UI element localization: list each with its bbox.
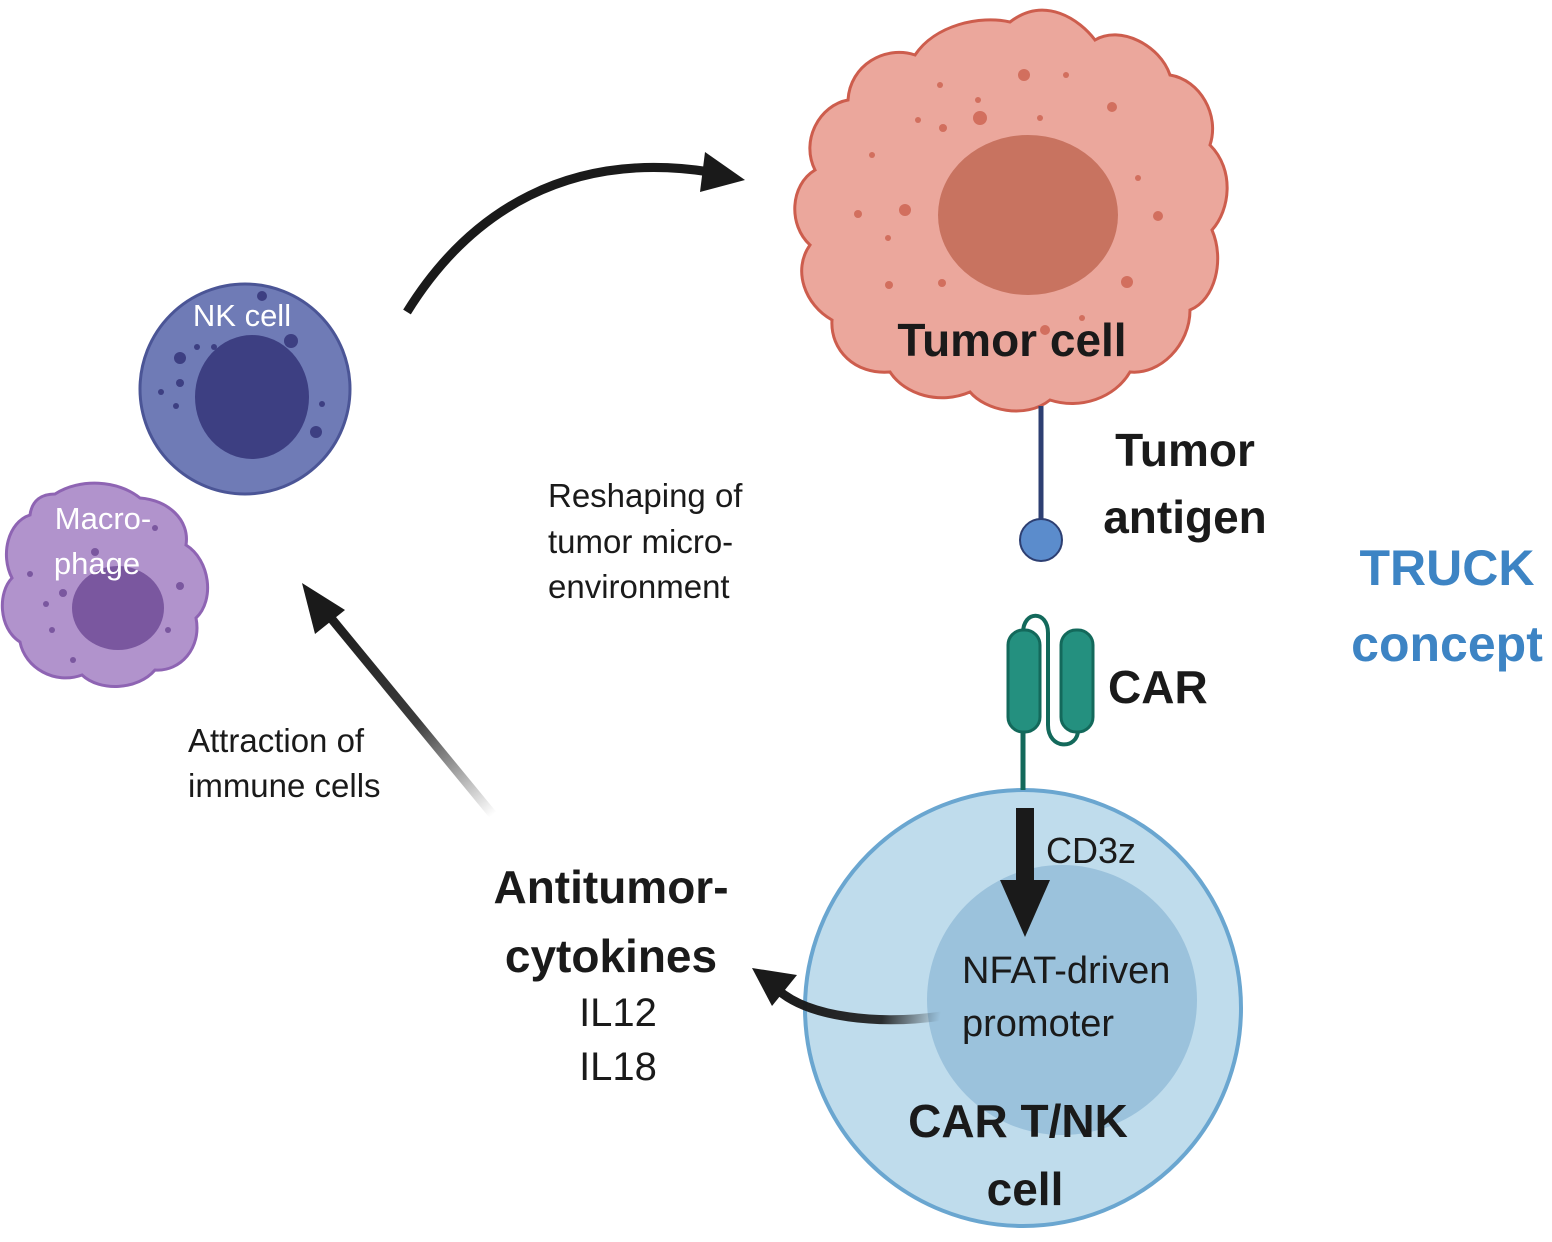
reshaping-label-line3: environment bbox=[548, 568, 730, 605]
tumor-granule bbox=[1121, 276, 1133, 288]
tumor-granules bbox=[854, 69, 1163, 335]
cytokine-arrow-head bbox=[752, 968, 797, 1006]
reshaping-arrow-shaft bbox=[403, 163, 711, 315]
car-domain-right bbox=[1059, 628, 1095, 734]
nk-granule bbox=[176, 379, 184, 387]
tumor-granule bbox=[1018, 69, 1030, 81]
cytokine-arrow-shaft bbox=[775, 986, 943, 1025]
nk-granule bbox=[194, 344, 200, 350]
macrophage-granule bbox=[49, 627, 55, 633]
tumor-nucleus bbox=[938, 135, 1118, 295]
tumor-antigen: Tumor antigen bbox=[1019, 406, 1267, 562]
car-hinge bbox=[1021, 613, 1080, 747]
tumor-antigen-label-line2: antigen bbox=[1103, 491, 1267, 543]
truck-concept-title: TRUCK concept bbox=[1351, 540, 1543, 672]
tumor-granule bbox=[1040, 325, 1050, 335]
car-cell-label-line1: CAR T/NK bbox=[908, 1095, 1128, 1147]
reshaping-arrow: Reshaping of tumor micro- environment bbox=[403, 152, 745, 605]
macrophage-granule bbox=[70, 657, 76, 663]
nk-granule bbox=[158, 389, 164, 395]
nk-granule bbox=[173, 403, 179, 409]
macrophage-label-line2: phage bbox=[54, 546, 140, 581]
nk-granule bbox=[257, 291, 267, 301]
cytokines-label-line2: cytokines bbox=[505, 930, 717, 982]
macrophage-granule bbox=[91, 548, 99, 556]
cd3z-label: CD3z bbox=[1046, 830, 1136, 871]
macrophage-nucleus bbox=[72, 566, 164, 650]
tumor-granule bbox=[1037, 115, 1043, 121]
tumor-granule bbox=[885, 281, 893, 289]
reshaping-label-line2: tumor micro- bbox=[548, 523, 733, 560]
tumor-cell: Tumor cell bbox=[793, 8, 1229, 413]
nk-granule bbox=[284, 334, 298, 348]
tumor-granule bbox=[869, 152, 875, 158]
nfat-label-line2: promoter bbox=[962, 1003, 1114, 1045]
attraction-label-line1: Attraction of bbox=[188, 722, 365, 759]
car-domain-left bbox=[1006, 628, 1042, 734]
nfat-label-line1: NFAT-driven bbox=[962, 950, 1170, 992]
attraction-label-line2: immune cells bbox=[188, 767, 381, 804]
tumor-cell-label: Tumor cell bbox=[897, 314, 1126, 366]
macrophage-granule bbox=[176, 582, 184, 590]
tumor-granule bbox=[975, 97, 981, 103]
nk-granule bbox=[319, 401, 325, 407]
car-cell-nucleus bbox=[927, 865, 1197, 1135]
nk-granule bbox=[174, 352, 186, 364]
cytokine-release-arrow bbox=[752, 968, 943, 1025]
macrophage-granule bbox=[43, 601, 49, 607]
car-label: CAR bbox=[1108, 661, 1208, 713]
antitumor-cytokines: Antitumor- cytokines IL12 IL18 bbox=[493, 861, 728, 1089]
tumor-granule bbox=[937, 82, 943, 88]
reshaping-arrow-head bbox=[700, 152, 745, 192]
antigen-head bbox=[1019, 518, 1063, 562]
macrophage-granules bbox=[27, 525, 184, 663]
nk-cell-nucleus bbox=[195, 335, 309, 459]
macrophage-granule bbox=[27, 571, 33, 577]
tumor-granule bbox=[939, 124, 947, 132]
tumor-granule bbox=[899, 204, 911, 216]
nk-granule bbox=[310, 426, 322, 438]
nk-cell-label: NK cell bbox=[193, 298, 291, 333]
attraction-arrow-shaft bbox=[322, 609, 497, 818]
tumor-granule bbox=[973, 111, 987, 125]
attraction-arrow-head bbox=[302, 583, 345, 634]
car-receptor: CAR bbox=[1006, 613, 1208, 790]
tumor-antigen-label-line1: Tumor bbox=[1115, 424, 1255, 476]
tumor-granule bbox=[854, 210, 862, 218]
macrophage: Macro- phage bbox=[0, 481, 210, 688]
il18-label: IL18 bbox=[579, 1045, 657, 1089]
il12-label: IL12 bbox=[579, 991, 657, 1035]
cytokines-label-line1: Antitumor- bbox=[493, 861, 728, 913]
cd3z-arrow-head bbox=[1000, 880, 1050, 937]
tumor-granule bbox=[1107, 102, 1117, 112]
truck-label-line2: concept bbox=[1351, 616, 1543, 672]
reshaping-label-line1: Reshaping of bbox=[548, 477, 743, 514]
attraction-arrow: Attraction of immune cells bbox=[188, 583, 497, 818]
nfat-promoter: NFAT-driven promoter bbox=[962, 950, 1170, 1045]
macrophage-granule bbox=[59, 589, 67, 597]
macrophage-label-line1: Macro- bbox=[55, 501, 151, 536]
car-cell-label-line2: cell bbox=[987, 1163, 1064, 1215]
tumor-granule bbox=[915, 117, 921, 123]
tumor-granule bbox=[938, 279, 946, 287]
macrophage-granule bbox=[165, 627, 171, 633]
tumor-granule bbox=[1079, 315, 1085, 321]
cd3z-signal: CD3z bbox=[1000, 808, 1136, 937]
nk-granules bbox=[158, 291, 325, 438]
nk-granule bbox=[211, 344, 217, 350]
macrophage-granule bbox=[152, 525, 158, 531]
tumor-granule bbox=[1063, 72, 1069, 78]
tumor-granule bbox=[1153, 211, 1163, 221]
tumor-granule bbox=[885, 235, 891, 241]
truck-label-line1: TRUCK bbox=[1360, 540, 1535, 596]
nk-cell: NK cell bbox=[138, 282, 352, 496]
tumor-granule bbox=[1135, 175, 1141, 181]
